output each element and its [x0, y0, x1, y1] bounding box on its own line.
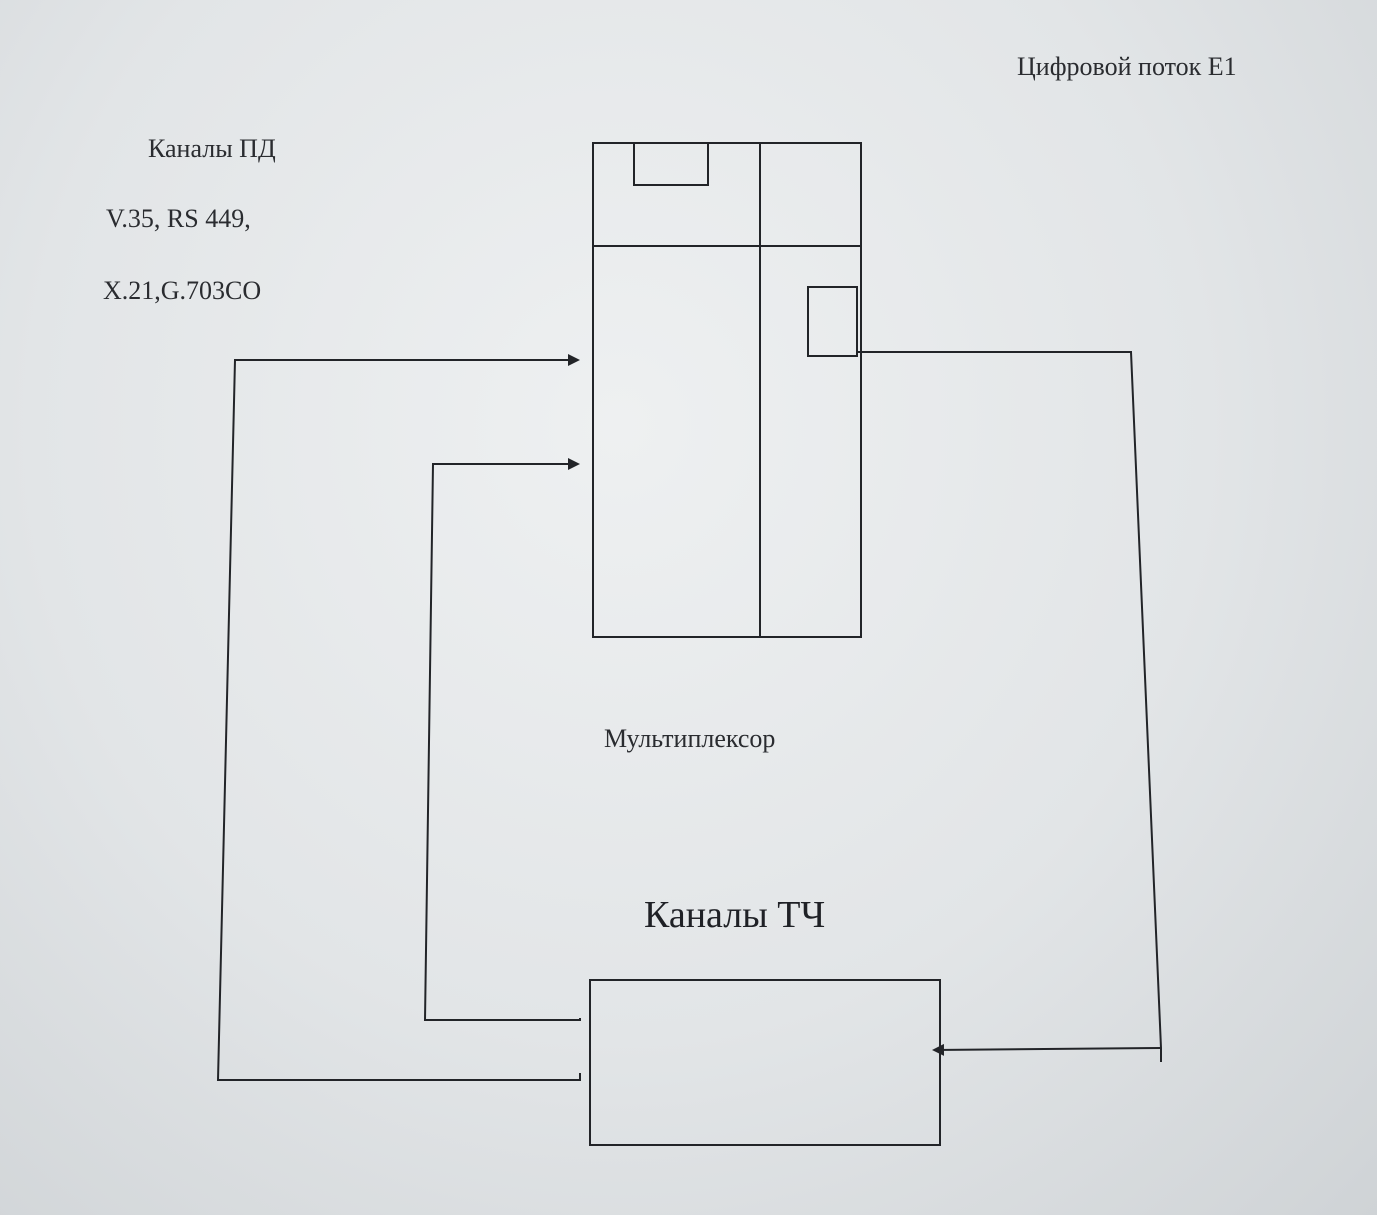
voice-channels-label: Каналы ТЧ [644, 894, 826, 936]
multiplexer-top-slot [633, 142, 709, 186]
inner-connection-line [423, 458, 581, 1021]
interfaces-line2-label: X.21,G.703CO [103, 276, 262, 305]
multiplexer-label: Мультиплексор [604, 724, 776, 753]
outer-connection-line [216, 354, 581, 1081]
multiplexer-block [592, 142, 862, 638]
e1-stream-arrow [932, 1043, 1162, 1056]
digital-stream-label: Цифровой поток E1 [1017, 52, 1237, 81]
e1-stream-line [857, 351, 1162, 1062]
multiplexer-e1-port [807, 286, 858, 357]
data-channels-label: Каналы ПД [148, 134, 276, 163]
interfaces-line1-label: V.35, RS 449, [106, 204, 251, 233]
voice-channels-block [589, 979, 941, 1146]
